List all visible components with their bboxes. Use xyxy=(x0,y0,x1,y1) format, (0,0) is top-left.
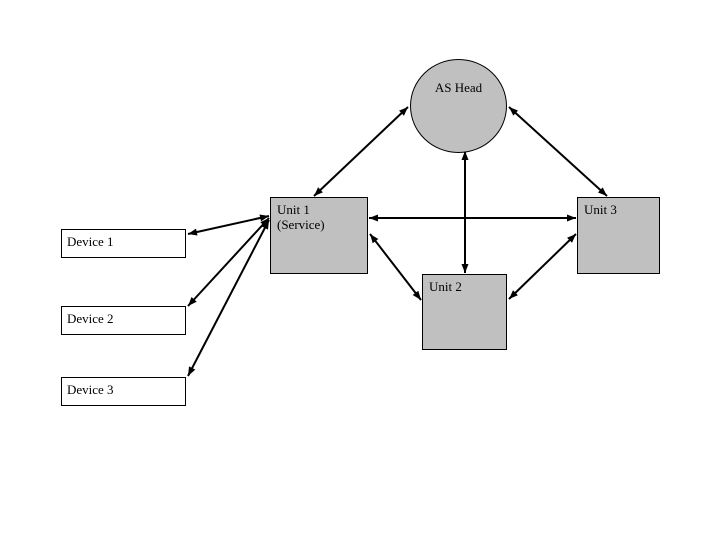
arrowhead-icon xyxy=(370,234,379,244)
arrowhead-icon xyxy=(259,214,269,222)
connector-as-head-unit-1 xyxy=(313,106,409,197)
arrowhead-icon xyxy=(567,234,576,243)
node-device-1-label: Device 1 xyxy=(67,234,114,249)
arrowhead-icon xyxy=(412,290,421,300)
arrowhead-icon xyxy=(598,187,607,196)
node-unit-3: Unit 3 xyxy=(577,197,660,274)
arrowhead-icon xyxy=(314,187,323,196)
node-device-2: Device 2 xyxy=(61,306,186,335)
arrowhead-icon xyxy=(399,107,408,116)
arrowhead-icon xyxy=(188,228,198,236)
arrowhead-icon xyxy=(509,107,518,116)
node-unit-3-label: Unit 3 xyxy=(584,202,617,217)
arrowhead-icon xyxy=(261,220,269,230)
connector-unit-1-device-3 xyxy=(187,219,270,377)
connector-as-head-unit-3 xyxy=(508,106,608,197)
node-unit-1-label: Unit 1 (Service) xyxy=(277,202,325,232)
connector-unit-1-device-2 xyxy=(187,217,270,307)
arrowhead-icon xyxy=(509,290,518,299)
arrowhead-icon xyxy=(369,214,378,222)
arrowhead-icon xyxy=(461,151,469,160)
node-as-head-label: AS Head xyxy=(434,80,483,95)
node-device-3: Device 3 xyxy=(61,377,186,406)
connector-unit-3-unit-2 xyxy=(508,233,577,300)
node-as-head: AS Head xyxy=(410,59,507,153)
node-unit-2-label: Unit 2 xyxy=(429,279,462,294)
node-unit-1: Unit 1 (Service) xyxy=(270,197,368,274)
connector-unit-1-unit-2 xyxy=(369,233,422,301)
arrowhead-icon xyxy=(188,366,196,376)
arrowhead-icon xyxy=(461,264,469,273)
arrowhead-icon xyxy=(260,218,269,227)
node-device-1: Device 1 xyxy=(61,229,186,258)
arrowhead-icon xyxy=(567,214,576,222)
node-unit-2: Unit 2 xyxy=(422,274,507,350)
node-device-2-label: Device 2 xyxy=(67,311,114,326)
arrowhead-icon xyxy=(188,297,197,306)
connector-unit-1-device-1 xyxy=(187,215,270,235)
node-device-3-label: Device 3 xyxy=(67,382,114,397)
